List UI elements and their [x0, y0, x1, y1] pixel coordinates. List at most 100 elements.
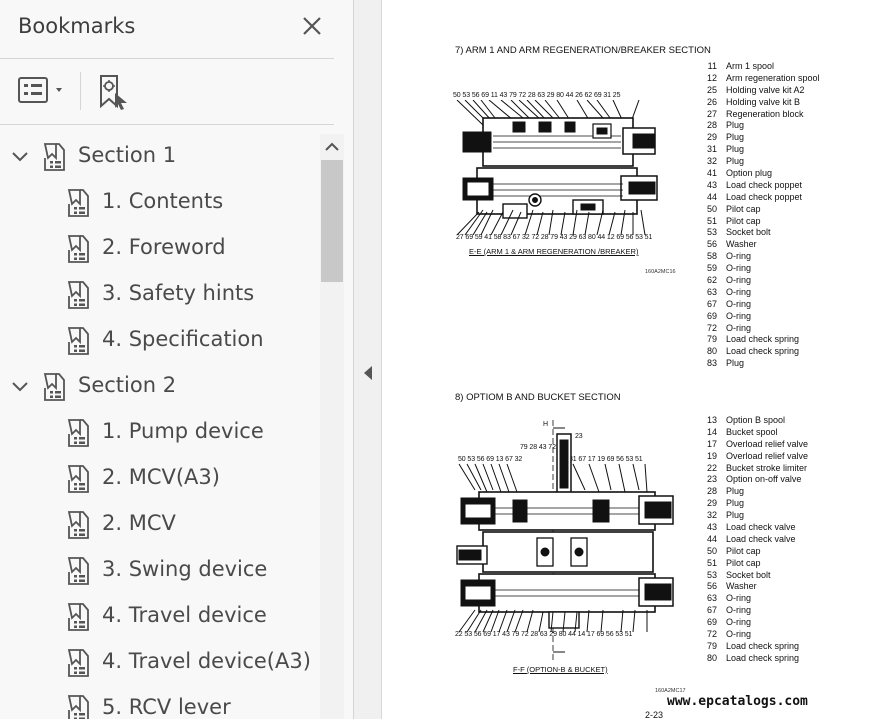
page-number: 2-23 — [645, 710, 664, 720]
add-bookmark-icon — [100, 75, 127, 110]
bookmark-label: 1. Contents — [102, 189, 224, 213]
bookmark-page-icon — [66, 234, 92, 264]
arm-section-drawing — [456, 100, 658, 235]
bookmark-page-icon — [66, 602, 92, 632]
bookmark-label: Section 1 — [78, 143, 177, 167]
bucket-section-drawing — [456, 420, 674, 660]
section-8-caption: F-F (OPTION-B & BUCKET) — [513, 665, 608, 674]
section-8-bottom-callouts: 22 53 56 69 17 43 79 72 28 63 29 80 44 1… — [455, 631, 633, 638]
bookmark-page-icon — [66, 648, 92, 678]
bookmark-item[interactable]: 4. Travel device(A3) — [0, 640, 320, 686]
bookmark-label: 4. Specification — [102, 327, 264, 351]
bookmark-item[interactable]: 1. Pump device — [0, 410, 320, 456]
bookmark-item[interactable]: 4. Travel device — [0, 594, 320, 640]
toolbar-divider — [0, 58, 334, 59]
bookmark-label: 3. Swing device — [102, 557, 268, 581]
bookmark-item[interactable]: 2. Foreword — [0, 226, 320, 272]
close-panel-button[interactable] — [298, 12, 326, 40]
section-7-top-callouts: 50 53 56 69 11 43 79 72 28 63 29 80 44 2… — [453, 92, 621, 99]
chevron-down-icon[interactable] — [10, 148, 30, 166]
add-bookmark-button[interactable] — [94, 72, 132, 112]
bookmark-page-icon — [66, 556, 92, 586]
section-8-center-callouts: 79 28 43 72 — [520, 444, 556, 451]
bookmark-label: 2. Foreword — [102, 235, 226, 259]
bookmark-section[interactable]: Section 2 — [0, 364, 320, 410]
panel-collapse-strip — [354, 0, 382, 719]
bookmark-label: 2. MCV — [102, 511, 176, 535]
bookmark-section[interactable]: Section 1 — [0, 134, 320, 180]
bookmark-page-icon — [66, 510, 92, 540]
triangle-left-icon — [364, 366, 372, 380]
section-8-figure-code: 160A2MC17 — [655, 688, 686, 694]
section-8-title: 8) OPTIOM B AND BUCKET SECTION — [455, 392, 621, 403]
bookmark-item[interactable]: 3. Swing device — [0, 548, 320, 594]
chevron-down-icon[interactable] — [10, 378, 30, 396]
bookmark-page-icon — [66, 418, 92, 448]
collapse-panel-button[interactable] — [354, 356, 382, 390]
bookmark-item[interactable]: 3. Safety hints — [0, 272, 320, 318]
section-7-title: 7) ARM 1 AND ARM REGENERATION/BREAKER SE… — [455, 45, 711, 56]
bookmark-label: 2. MCV(A3) — [102, 465, 220, 489]
bookmark-label: 5. RCV lever — [102, 695, 231, 719]
bookmark-item[interactable]: 4. Specification — [0, 318, 320, 364]
bookmark-page-icon — [66, 464, 92, 494]
bookmark-label: Section 2 — [78, 373, 177, 397]
bookmark-page-icon — [66, 694, 92, 719]
document-page: 7) ARM 1 AND ARM REGENERATION/BREAKER SE… — [383, 0, 880, 720]
panel-title: Bookmarks — [18, 14, 136, 38]
toolbar-separator — [80, 72, 81, 110]
bookmark-item[interactable]: 2. MCV — [0, 502, 320, 548]
bookmark-item[interactable]: 1. Contents — [0, 180, 320, 226]
bookmark-label: 4. Travel device — [102, 603, 267, 627]
bookmark-item[interactable]: 5. RCV lever — [0, 686, 320, 719]
bookmarks-panel: Bookmarks Section 1 1. Contents 2. Forewor… — [0, 0, 354, 719]
bookmark-item[interactable]: 2. MCV(A3) — [0, 456, 320, 502]
close-icon — [303, 17, 321, 35]
scrollbar-thumb[interactable] — [321, 160, 343, 282]
bookmark-options-button[interactable] — [14, 72, 72, 110]
section-7-bottom-callouts: 27 69 59 41 58 83 67 32 72 28 79 43 29 6… — [456, 234, 653, 241]
scroll-up-button[interactable] — [320, 136, 344, 158]
bookmark-label: 3. Safety hints — [102, 281, 255, 305]
bookmark-page-icon — [42, 372, 68, 402]
section-7-figure-code: 160A2MC16 — [645, 269, 676, 275]
section-8-h-marker: H — [543, 421, 548, 428]
list-divider — [0, 124, 334, 125]
